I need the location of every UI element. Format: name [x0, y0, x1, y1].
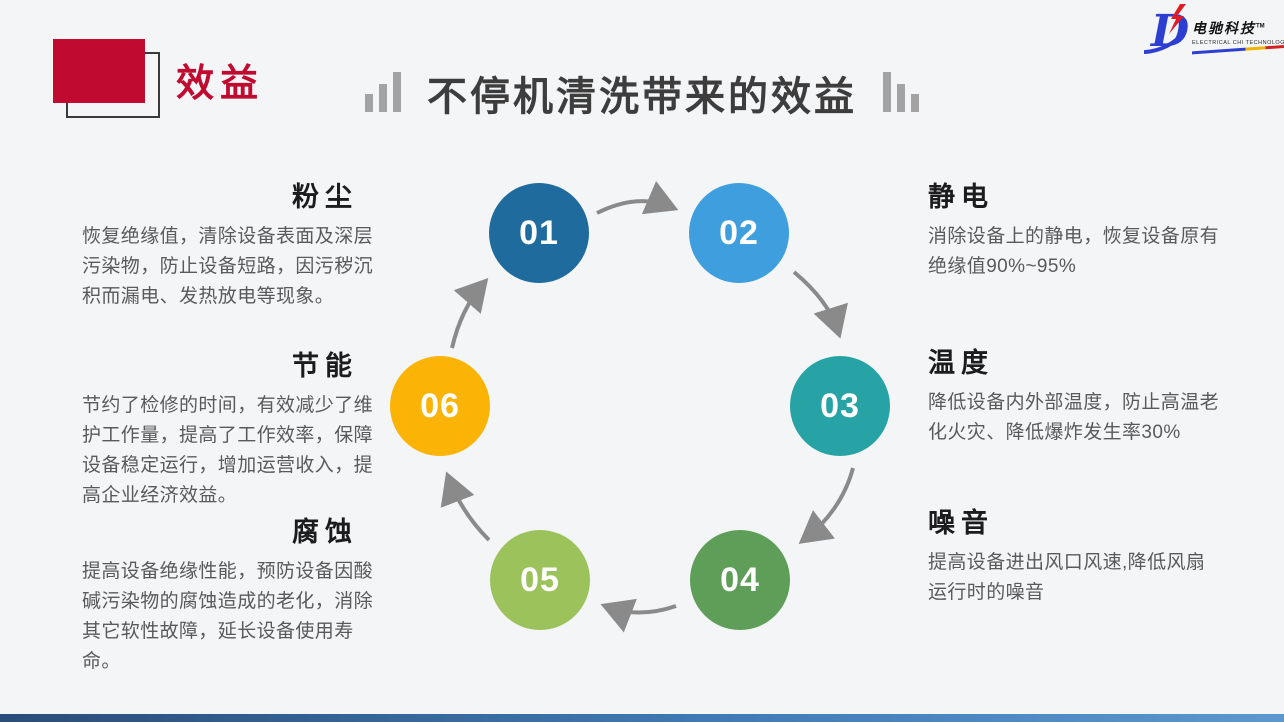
brand-stripe-icon	[1192, 44, 1284, 55]
step-circle-01: 01	[489, 183, 589, 283]
step-circle-05: 05	[490, 530, 590, 630]
benefit-body: 消除设备上的静电，恢复设备原有绝缘值90%~95%	[928, 225, 1220, 277]
page-title: 不停机清洗带来的效益	[427, 75, 857, 119]
benefit-block-static: 静电 消除设备上的静电，恢复设备原有绝缘值90%~95%	[928, 182, 1220, 282]
arrow-03-04-icon	[798, 467, 855, 544]
step-number: 05	[520, 560, 560, 599]
benefit-block-dust: 粉尘 恢复绝缘值，清除设备表面及深层污染物，防止设备短路，因污秽沉积而漏电、发热…	[82, 182, 374, 312]
bar-icon	[883, 72, 891, 112]
benefit-heading: 粉尘	[292, 182, 358, 212]
step-number: 06	[420, 386, 460, 425]
arrow-01-02-icon	[596, 181, 679, 215]
bar-icon	[379, 84, 387, 112]
corner-red-square	[53, 39, 145, 103]
logo-d-swoosh-icon: D	[1144, 4, 1189, 57]
bar-icon	[911, 94, 919, 112]
bar-icon	[897, 84, 905, 112]
benefit-body: 降低设备内外部温度，防止高温老化火灾、降低爆炸发生率30%	[928, 391, 1220, 443]
benefit-heading: 腐蚀	[292, 517, 358, 547]
company-logo: D 电驰科技TM ELECTRICAL CHI TECHNOLOGY	[1144, 4, 1284, 62]
brand-name: 电驰科技TM	[1192, 20, 1265, 36]
arrow-04-05-icon	[600, 598, 677, 633]
step-circle-06: 06	[390, 356, 490, 456]
benefit-heading: 噪音	[928, 508, 994, 538]
benefit-body: 提高设备绝缘性能，预防设备因酸碱污染物的腐蚀造成的老化，消除其它软性故障，延长设…	[82, 560, 374, 672]
equalizer-bars-right-icon	[883, 72, 919, 117]
step-number: 04	[720, 560, 760, 599]
benefit-heading: 温度	[928, 348, 994, 378]
step-number: 01	[519, 213, 559, 252]
equalizer-bars-left-icon	[365, 72, 401, 117]
svg-text:D: D	[1149, 6, 1189, 57]
arrow-05-06-icon	[440, 471, 491, 542]
benefit-heading: 节能	[292, 351, 358, 381]
bar-icon	[393, 72, 401, 112]
arrow-06-01-icon	[450, 277, 489, 349]
lightning-icon	[1169, 4, 1186, 34]
benefit-block-corrosion: 腐蚀 提高设备绝缘性能，预防设备因酸碱污染物的腐蚀造成的老化，消除其它软性故障，…	[82, 517, 374, 677]
step-circle-03: 03	[790, 356, 890, 456]
bar-icon	[365, 94, 373, 112]
benefit-block-energy: 节能 节约了检修的时间，有效减少了维护工作量，提高了工作效率，保障设备稳定运行，…	[82, 351, 374, 511]
benefit-block-temperature: 温度 降低设备内外部温度，防止高温老化火灾、降低爆炸发生率30%	[928, 348, 1220, 448]
footer-accent-bar	[0, 714, 1284, 722]
benefit-body: 节约了检修的时间，有效减少了维护工作量，提高了工作效率，保障设备稳定运行，增加运…	[82, 394, 374, 506]
benefit-heading: 静电	[928, 182, 994, 212]
arrow-02-03-icon	[792, 270, 848, 339]
corner-label: 效益	[176, 63, 265, 105]
title-row: 不停机清洗带来的效益	[0, 72, 1284, 117]
step-circle-04: 04	[690, 530, 790, 630]
step-number: 02	[719, 213, 759, 252]
benefit-block-noise: 噪音 提高设备进出风口风速,降低风扇运行时的噪音	[928, 508, 1220, 608]
step-circle-02: 02	[689, 183, 789, 283]
benefit-body: 提高设备进出风口风速,降低风扇运行时的噪音	[928, 551, 1206, 603]
step-number: 03	[820, 386, 860, 425]
benefit-body: 恢复绝缘值，清除设备表面及深层污染物，防止设备短路，因污秽沉积而漏电、发热放电等…	[82, 225, 374, 307]
trademark-symbol: TM	[1256, 23, 1265, 30]
brand-subtitle: ELECTRICAL CHI TECHNOLOGY	[1192, 40, 1284, 46]
